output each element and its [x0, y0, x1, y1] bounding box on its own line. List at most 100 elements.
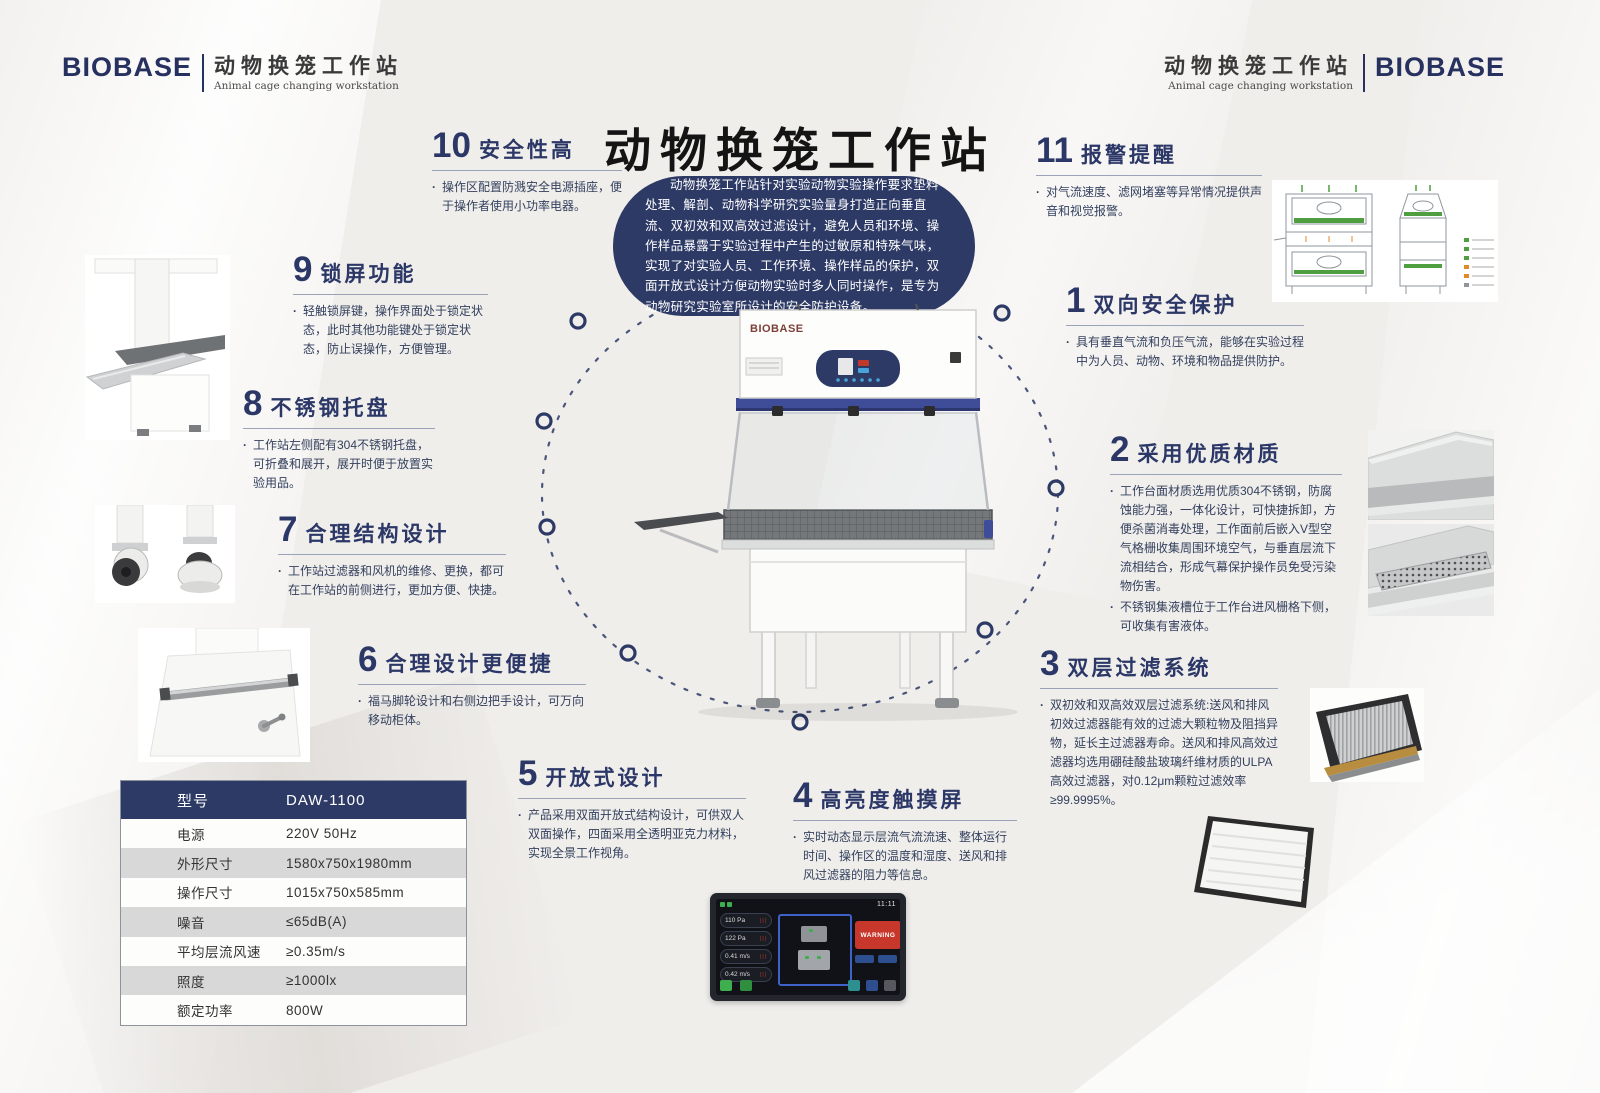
spec-header-label: 型号: [177, 792, 210, 810]
clock-readout: 11:11: [877, 901, 896, 908]
spec-label: 电源: [177, 827, 205, 843]
feature-rule: [432, 170, 622, 171]
feature-5-desc: 产品采用双面开放式结构设计，可供双人双面操作，四面采用全透明亚克力材料，实现全景…: [518, 806, 746, 863]
product-name-cn: 动物换笼工作站: [214, 53, 404, 78]
spec-value: 800W: [286, 1002, 324, 1018]
brand-logo-right: 动物换笼工作站 Animal cage changing workstation…: [1164, 52, 1505, 93]
level-bars: |||: [760, 917, 767, 924]
status-icons: [720, 902, 732, 907]
feature-rule: [358, 684, 586, 685]
spec-value: 220V 50Hz: [286, 826, 358, 842]
machine-brand-label: BIOBASE: [750, 323, 804, 335]
page-title: 动物换笼工作站: [604, 124, 996, 177]
readout-value: 0.41 m/s: [725, 953, 750, 960]
feature-2: 2 采用优质材质 工作台面材质选用优质304不锈钢，防腐蚀能力强，一体化设计，可快…: [1110, 432, 1342, 638]
readout-value: 110 Pa: [725, 917, 746, 924]
feature-1-desc: 具有垂直气流和负压气流，能够在实验过程中为人员、动物、环境和物品提供防护。: [1066, 333, 1304, 371]
touchscreen-display: 11:11 110 Pa||| 122 Pa||| 0.41 m/s||| 0.…: [716, 899, 900, 995]
screen-button: [855, 955, 874, 963]
feature-3-number: 3: [1040, 644, 1060, 683]
feature-1-number: 1: [1066, 281, 1086, 320]
spec-table-header: 型号 DAW-1100: [121, 781, 466, 819]
spec-row: 平均层流风速 ≥0.35m/s: [121, 937, 466, 966]
feature-3-desc: 双初效和双高效双层过滤系统:送风和排风初效过滤器能有效的过滤大颗粒物及阻挡异物，…: [1040, 696, 1278, 810]
product-name-en: Animal cage changing workstation: [1168, 80, 1353, 93]
feature-2-title: 采用优质材质: [1137, 443, 1282, 466]
feature-10-title: 安全性高: [478, 139, 575, 162]
feature-2-desc-1: 工作台面材质选用优质304不锈钢，防腐蚀能力强，一体化设计，可快捷拆卸，方便杀菌…: [1110, 482, 1342, 596]
spec-table: 型号 DAW-1100 电源 220V 50Hz 外形尺寸 1580x750x1…: [120, 780, 467, 1026]
feature-6-desc: 福马脚轮设计和右侧边把手设计，可万向移动柜体。: [358, 692, 586, 730]
spec-label: 操作尺寸: [177, 886, 233, 902]
feature-11-desc: 对气流速度、滤网堵塞等异常情况提供声音和视觉报警。: [1036, 183, 1262, 221]
feature-7-number: 7: [278, 510, 298, 549]
feature-8-title: 不锈钢托盘: [270, 397, 391, 420]
spec-label: 额定功率: [177, 1004, 233, 1020]
photo-stainless-tray: [85, 255, 230, 440]
feature-3-title: 双层过滤系统: [1067, 657, 1212, 680]
level-bars: |||: [760, 935, 767, 942]
feature-2-number: 2: [1110, 430, 1130, 469]
feature-4-number: 4: [793, 776, 813, 815]
spec-row: 电源 220V 50Hz: [121, 819, 466, 848]
dock-button-gray: [884, 980, 896, 991]
feature-1-title: 双向安全保护: [1093, 294, 1238, 317]
spec-row: 照度 ≥1000lx: [121, 965, 466, 996]
spec-value: ≥0.35m/s: [286, 943, 346, 959]
photo-hepa-filter: [1194, 816, 1314, 908]
feature-4-title: 高亮度触摸屏: [820, 789, 965, 812]
feature-6-title: 合理设计更便捷: [385, 653, 554, 676]
readout-value: 0.42 m/s: [725, 971, 750, 978]
spec-label: 外形尺寸: [177, 857, 233, 873]
feature-9-desc: 轻触锁屏键，操作界面处于锁定状态，此时其他功能键处于锁定状态，防止误操作，方便管…: [293, 302, 488, 359]
spec-value: 1015x750x585mm: [286, 884, 405, 900]
screen-button: [878, 955, 897, 963]
biobase-wordmark: BIOBASE: [62, 52, 193, 82]
brand-logo-left: BIOBASE 动物换笼工作站 Animal cage changing wor…: [62, 52, 404, 93]
readout-value: 122 Pa: [725, 935, 746, 942]
spec-header-value: DAW-1100: [286, 791, 366, 809]
feature-8-desc: 工作站左侧配有304不锈钢托盘，可折叠和展开，展开时便于放置实验用品。: [243, 436, 435, 493]
feature-11: 11 报警提醒 对气流速度、滤网堵塞等异常情况提供声音和视觉报警。: [1036, 133, 1262, 223]
feature-rule: [293, 294, 488, 295]
spec-row: 操作尺寸 1015x750x585mm: [121, 878, 466, 907]
screen-dock: [720, 979, 896, 992]
feature-8: 8 不锈钢托盘 工作站左侧配有304不锈钢托盘，可折叠和展开，展开时便于放置实验用…: [243, 386, 435, 495]
spec-value: 1580x750x1980mm: [286, 855, 413, 871]
feature-rule: [1110, 474, 1342, 475]
feature-5-number: 5: [518, 754, 538, 793]
spec-row: 噪音 ≤65dB(A): [121, 907, 466, 937]
airflow-diagram: [1272, 180, 1498, 302]
warning-badge: WARNING: [855, 921, 900, 949]
photo-air-grille: [1368, 524, 1494, 616]
spec-label: 平均层流风速: [177, 945, 261, 961]
feature-2-desc-2: 不锈钢集液槽位于工作台进风栅格下侧，可收集有害液体。: [1110, 598, 1342, 636]
workstation-product-image: BIOBASE: [634, 303, 1018, 721]
feature-1: 1 双向安全保护 具有垂直气流和负压气流，能够在实验过程中为人员、动物、环境和物品…: [1066, 283, 1304, 373]
product-name-en: Animal cage changing workstation: [214, 80, 399, 93]
feature-10-desc: 操作区配置防溅安全电源插座，便于操作者使用小功率电器。: [432, 178, 622, 216]
feature-10: 10 安全性高 操作区配置防溅安全电源插座，便于操作者使用小功率电器。: [432, 128, 622, 218]
feature-9-number: 9: [293, 250, 313, 289]
dock-button-green: [740, 980, 752, 991]
feature-rule: [518, 798, 746, 799]
photo-filter-tray: [1310, 688, 1424, 782]
feature-rule: [278, 554, 506, 555]
feature-11-title: 报警提醒: [1081, 144, 1177, 167]
spec-value: ≥1000lx: [286, 973, 337, 989]
feature-rule: [1036, 175, 1262, 176]
feature-7-desc: 工作站过滤器和风机的维修、更换，都可在工作站的前侧进行，更加方便、快捷。: [278, 562, 506, 600]
logo-divider: [1362, 54, 1365, 92]
feature-6-number: 6: [358, 640, 378, 679]
feature-11-number: 11: [1036, 131, 1073, 170]
unit-schematic: [778, 914, 852, 986]
biobase-wordmark: BIOBASE: [1374, 52, 1505, 82]
feature-10-number: 10: [432, 126, 471, 165]
feature-6: 6 合理设计更便捷 福马脚轮设计和右侧边把手设计，可万向移动柜体。: [358, 642, 586, 732]
spec-label: 噪音: [177, 915, 205, 931]
feature-8-number: 8: [243, 384, 263, 423]
feature-7-title: 合理结构设计: [305, 523, 450, 546]
